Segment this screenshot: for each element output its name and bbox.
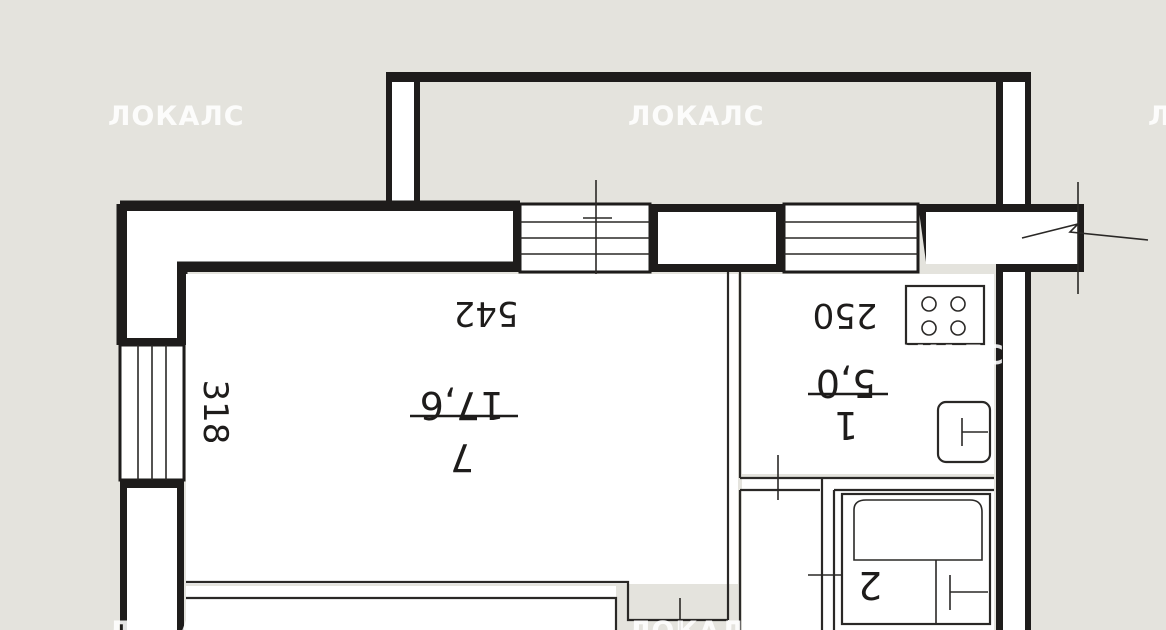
watermark: ЛОКАЛС: [628, 616, 765, 630]
kitchen-area: 5,0: [816, 361, 876, 405]
balcony-wall-left: [386, 72, 1031, 210]
windows: [118, 180, 920, 482]
watermark: ЛОКАЛС: [108, 616, 245, 630]
living-room-number: 7: [450, 435, 474, 479]
balcony-inner-right: [1003, 82, 1025, 630]
break-line: [1021, 182, 1149, 294]
window-kitchen-top: [782, 202, 920, 274]
living-room-area: 17,6: [420, 383, 505, 427]
window-living-top: [518, 180, 652, 285]
watermark: ЛОКАЛС: [628, 101, 765, 132]
dimension-kitchen-width: 250: [813, 295, 878, 335]
interior: [186, 182, 1149, 630]
dimension-living-width: 542: [454, 293, 519, 333]
sink-icon: [936, 400, 992, 464]
window-living-left: [118, 343, 186, 482]
watermark: ЛОКАЛС: [348, 340, 485, 371]
balcony-inner-left: [392, 82, 414, 210]
dimension-living-depth: 318: [195, 380, 235, 445]
kitchen-number: 1: [834, 403, 858, 447]
watermark: ЛОКАЛС: [1148, 101, 1166, 132]
bathroom-number: 2: [858, 563, 882, 607]
watermark: ЛОКАЛС: [108, 101, 245, 132]
walls: [116, 72, 1084, 630]
watermarks: ЛОКАЛС ЛОКАЛС ЛОКАЛС ЛОКАЛС ЛОКАЛС ЛОКАЛ…: [108, 101, 1166, 630]
living-room: [186, 274, 738, 584]
watermark: ЛОКАЛС: [868, 340, 1005, 371]
bathtub-icon: [840, 492, 992, 626]
stove-icon: [904, 284, 986, 346]
